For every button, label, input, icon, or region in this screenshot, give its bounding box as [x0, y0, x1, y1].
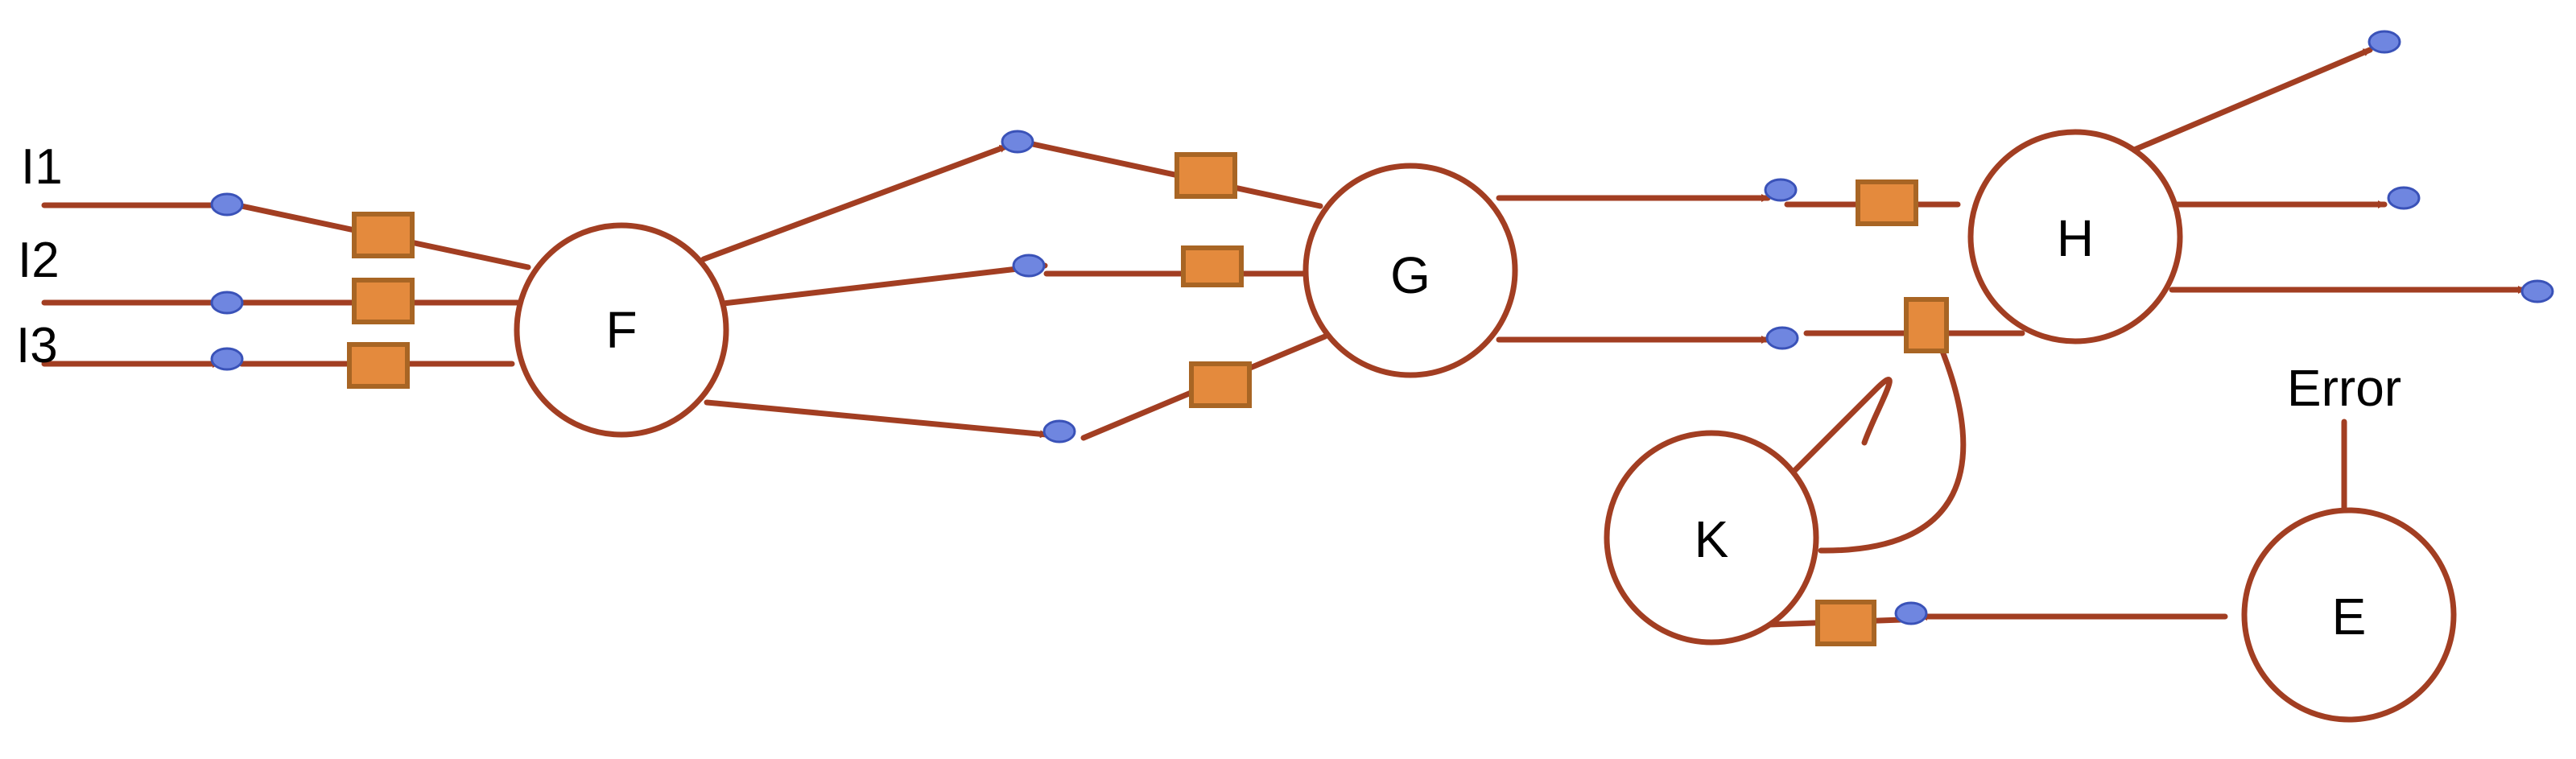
edge-box-to-k — [1818, 346, 1967, 554]
dot-g-top — [1764, 178, 1798, 202]
box-g-mid — [1181, 245, 1244, 287]
input-label-i2: I2 — [18, 233, 60, 288]
dot-h-mid — [2387, 186, 2421, 210]
nodes-layer — [514, 129, 2457, 723]
edge-k-feedback — [1792, 377, 1893, 473]
node-h-label: H — [2057, 209, 2094, 267]
boxes-layer — [347, 152, 1949, 646]
dot-f-top — [1001, 130, 1034, 154]
dot-h-up — [2368, 30, 2401, 54]
box-h-top — [1856, 179, 1918, 226]
node-k-label: K — [1695, 510, 1729, 568]
edges-layer — [41, 47, 2528, 628]
dot-h-low — [2520, 279, 2554, 303]
box-i1 — [352, 212, 415, 258]
dot-g-bot — [1765, 326, 1799, 350]
box-h-bot — [1904, 297, 1949, 353]
node-h — [1967, 129, 2183, 344]
box-g-bot — [1189, 361, 1252, 408]
input-label-i3: I3 — [16, 318, 58, 373]
box-i2 — [352, 278, 415, 324]
node-k — [1604, 430, 1819, 646]
dot-e-k — [1894, 601, 1928, 625]
error-label: Error — [2287, 359, 2401, 417]
edge-f-top — [700, 143, 1009, 262]
node-f — [514, 222, 729, 438]
dot-i1 — [210, 192, 244, 217]
box-g-top — [1174, 152, 1237, 199]
node-e-label: E — [2332, 588, 2367, 646]
node-g-label: G — [1390, 246, 1430, 304]
dot-i2 — [210, 291, 244, 315]
dots-layer — [210, 30, 2554, 625]
dot-f-mid — [1012, 254, 1046, 278]
edge-f-mid — [713, 262, 1048, 307]
node-g — [1302, 163, 1518, 378]
dot-i3 — [210, 347, 244, 371]
box-i3 — [347, 342, 410, 389]
node-f-label: F — [605, 301, 637, 359]
box-k-bot — [1815, 600, 1876, 646]
input-label-i1: I1 — [21, 139, 63, 195]
edge-f-bot — [704, 399, 1050, 439]
dot-f-bot — [1042, 419, 1076, 443]
node-e — [2241, 507, 2457, 723]
edge-h-up — [2124, 47, 2373, 156]
